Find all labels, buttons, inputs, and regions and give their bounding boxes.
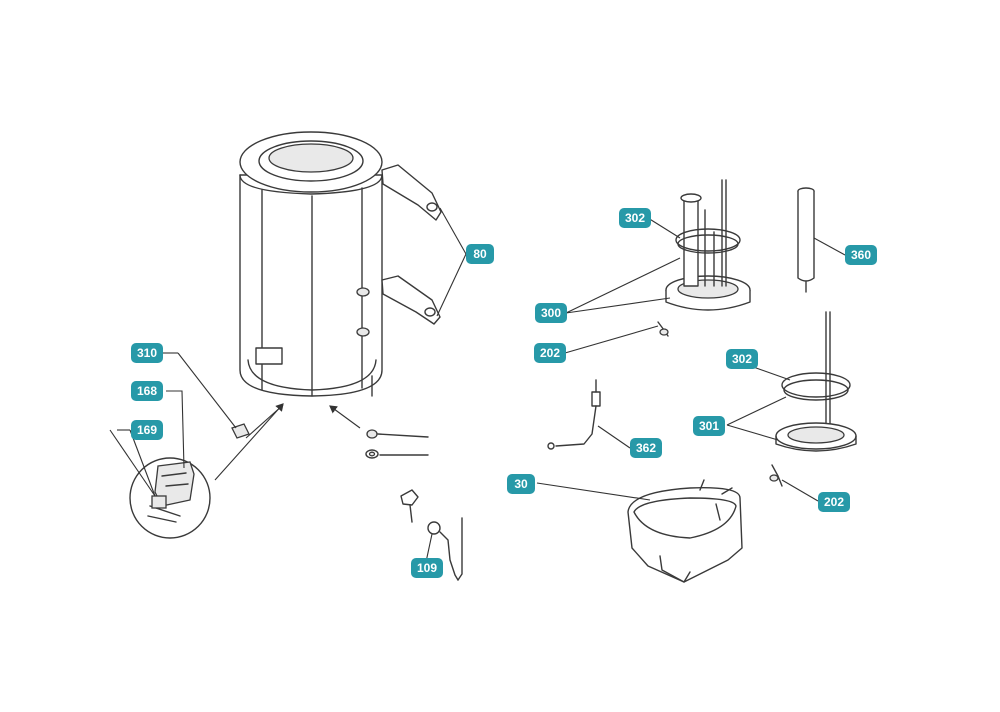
callout-301[interactable]: 301 [693,416,726,436]
anode-rod [797,187,815,293]
callout-202-lower[interactable]: 202 [818,492,851,512]
part-109 [400,489,463,581]
thermostat-detail [129,457,211,539]
callout-310[interactable]: 310 [131,343,164,363]
callout-168[interactable]: 168 [131,381,164,401]
bottom-housing [627,479,743,583]
callout-169[interactable]: 169 [131,420,164,440]
callout-362[interactable]: 362 [630,438,663,458]
callout-360[interactable]: 360 [845,245,878,265]
tank-body [239,131,383,397]
callout-300[interactable]: 300 [535,303,568,323]
callout-109[interactable]: 109 [411,558,444,578]
callout-302-lower[interactable]: 302 [726,349,759,369]
mounting-brackets [381,164,442,325]
heating-element-assembly-2 [769,311,857,487]
sensor-wire [547,379,601,450]
heating-element-assembly-1 [657,179,751,337]
callout-80[interactable]: 80 [466,244,494,264]
callout-30[interactable]: 30 [507,474,535,494]
callout-202-upper[interactable]: 202 [534,343,567,363]
callout-302-upper[interactable]: 302 [619,208,652,228]
fittings [365,429,429,459]
leader-lines [109,207,846,563]
